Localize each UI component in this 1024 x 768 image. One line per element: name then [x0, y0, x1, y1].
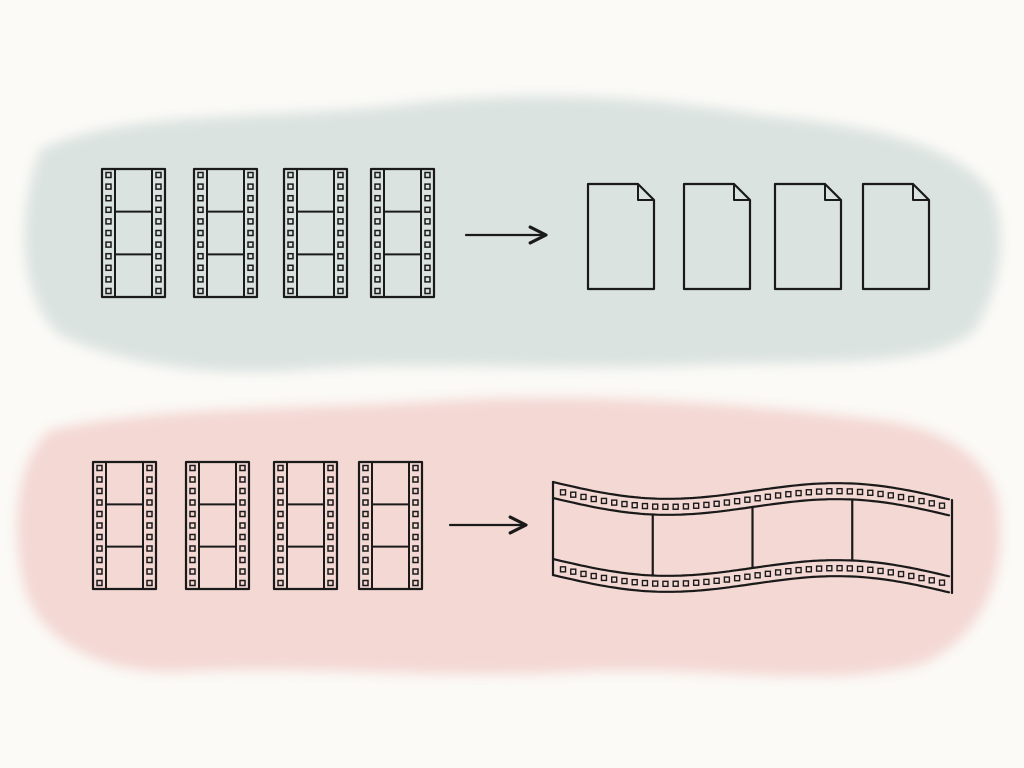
film-strip-icon [192, 167, 259, 299]
film-strip-icon [272, 460, 339, 591]
document-icon [861, 182, 931, 291]
film-strip-icon [91, 460, 158, 591]
film-strip-icon [282, 167, 349, 299]
document-icon [586, 182, 656, 291]
bottom-watercolor-wash [17, 397, 1001, 677]
document-icon [682, 182, 752, 291]
film-strip-icon [100, 167, 167, 299]
bottom-film-strips [91, 460, 424, 591]
film-strip-icon [357, 460, 424, 591]
continuous-film-reel-icon [551, 480, 954, 595]
film-strip-icon [184, 460, 251, 591]
top-film-strips [100, 167, 436, 299]
film-strip-icon [369, 167, 436, 299]
document-icon [773, 182, 843, 291]
top-documents [586, 182, 931, 291]
